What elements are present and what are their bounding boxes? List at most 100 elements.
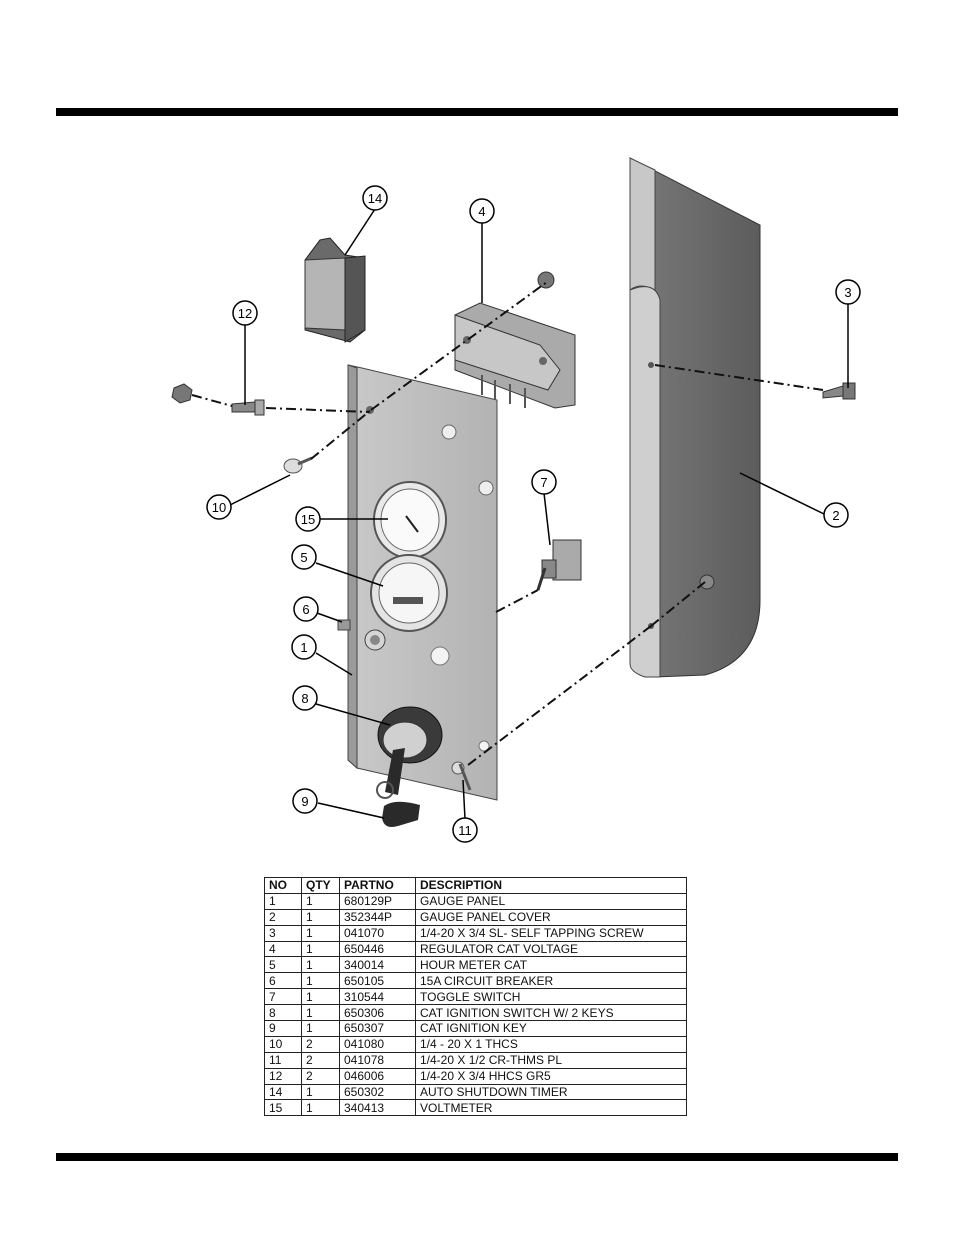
svg-text:7: 7 [540, 475, 547, 490]
cell-partno: 680129P [339, 892, 416, 910]
cell-no: 10 [264, 1035, 302, 1053]
callouts: 14 4 3 12 10 15 5 6 1 8 9 11 7 2 [206, 185, 861, 843]
cell-no: 15 [264, 1099, 302, 1117]
cell-qty: 1 [301, 908, 340, 926]
cell-description: HOUR METER CAT [415, 956, 687, 974]
cell-partno: 041080 [339, 1035, 416, 1053]
callout-4: 4 [469, 198, 495, 224]
screw-3 [822, 382, 856, 400]
callout-2: 2 [823, 502, 849, 528]
callout-14: 14 [362, 185, 388, 211]
assembly-lines [191, 281, 824, 766]
cell-partno: 650302 [339, 1083, 416, 1101]
callout-3: 3 [835, 279, 861, 305]
cell-description: TOGGLE SWITCH [415, 988, 687, 1006]
callout-15: 15 [295, 506, 321, 532]
cell-qty: 1 [301, 956, 340, 974]
ignition-key [376, 781, 420, 827]
header-description: DESCRIPTION [415, 877, 687, 894]
hex-nut-12 [171, 383, 193, 404]
screw-11 [458, 763, 472, 791]
cell-description: VOLTMETER [415, 1099, 687, 1117]
callout-5: 5 [291, 544, 317, 570]
cell-no: 7 [264, 988, 302, 1006]
svg-text:8: 8 [301, 691, 308, 706]
cell-no: 14 [264, 1083, 302, 1101]
voltage-regulator [454, 271, 576, 409]
svg-text:11: 11 [458, 823, 472, 838]
cell-partno: 041078 [339, 1051, 416, 1069]
svg-text:3: 3 [844, 285, 851, 300]
cell-partno: 650306 [339, 1004, 416, 1022]
cell-qty: 1 [301, 1083, 340, 1101]
hour-meter [370, 554, 448, 632]
auto-shutdown-timer [304, 237, 366, 343]
cell-no: 4 [264, 940, 302, 958]
svg-text:14: 14 [368, 191, 382, 206]
svg-text:15: 15 [301, 512, 315, 527]
cell-description: 15A CIRCUIT BREAKER [415, 972, 687, 990]
svg-text:9: 9 [301, 794, 308, 809]
cell-description: CAT IGNITION SWITCH W/ 2 KEYS [415, 1004, 687, 1022]
svg-text:5: 5 [300, 550, 307, 565]
top-rule [56, 108, 898, 116]
svg-text:4: 4 [478, 204, 485, 219]
header-no: NO [264, 877, 302, 894]
cell-qty: 1 [301, 972, 340, 990]
hex-bolt-12 [231, 399, 265, 416]
cell-description: 1/4 - 20 X 1 THCS [415, 1035, 687, 1053]
header-qty: QTY [301, 877, 340, 894]
callout-7: 7 [531, 469, 557, 495]
cell-partno: 650307 [339, 1020, 416, 1037]
bottom-rule [56, 1153, 898, 1161]
exploded-parts-diagram: 14 4 3 12 10 15 5 6 1 8 9 11 7 2 [171, 157, 861, 843]
cell-no: 1 [264, 892, 302, 910]
cell-qty: 1 [301, 892, 340, 910]
cell-description: CAT IGNITION KEY [415, 1020, 687, 1037]
cell-no: 8 [264, 1004, 302, 1022]
svg-text:1: 1 [300, 640, 307, 655]
cell-partno: 650446 [339, 940, 416, 958]
leader-lines [229, 208, 849, 820]
callout-12: 12 [232, 300, 258, 326]
gauge-panel-cover [629, 157, 761, 678]
header-partno: PARTNO [339, 877, 416, 894]
cell-qty: 1 [301, 1099, 340, 1117]
cell-partno: 046006 [339, 1067, 416, 1085]
svg-text:10: 10 [212, 500, 226, 515]
cell-qty: 1 [301, 988, 340, 1006]
cell-no: 11 [264, 1051, 302, 1069]
screw-10 [283, 456, 313, 474]
cell-description: REGULATOR CAT VOLTAGE [415, 940, 687, 958]
circuit-breaker [337, 619, 386, 651]
cell-no: 5 [264, 956, 302, 974]
callout-11: 11 [452, 817, 478, 843]
cell-description: 1/4-20 X 1/2 CR-THMS PL [415, 1051, 687, 1069]
cell-description: 1/4-20 X 3/4 SL- SELF TAPPING SCREW [415, 924, 687, 942]
cell-partno: 340413 [339, 1099, 416, 1117]
cell-partno: 650105 [339, 972, 416, 990]
cell-qty: 2 [301, 1051, 340, 1069]
cell-qty: 2 [301, 1035, 340, 1053]
cell-qty: 1 [301, 940, 340, 958]
cell-description: GAUGE PANEL COVER [415, 908, 687, 926]
callout-10: 10 [206, 494, 232, 520]
cell-partno: 352344P [339, 908, 416, 926]
callout-9: 9 [292, 788, 318, 814]
svg-text:2: 2 [832, 508, 839, 523]
cell-partno: 310544 [339, 988, 416, 1006]
callout-6: 6 [293, 596, 319, 622]
callout-1: 1 [291, 634, 317, 660]
